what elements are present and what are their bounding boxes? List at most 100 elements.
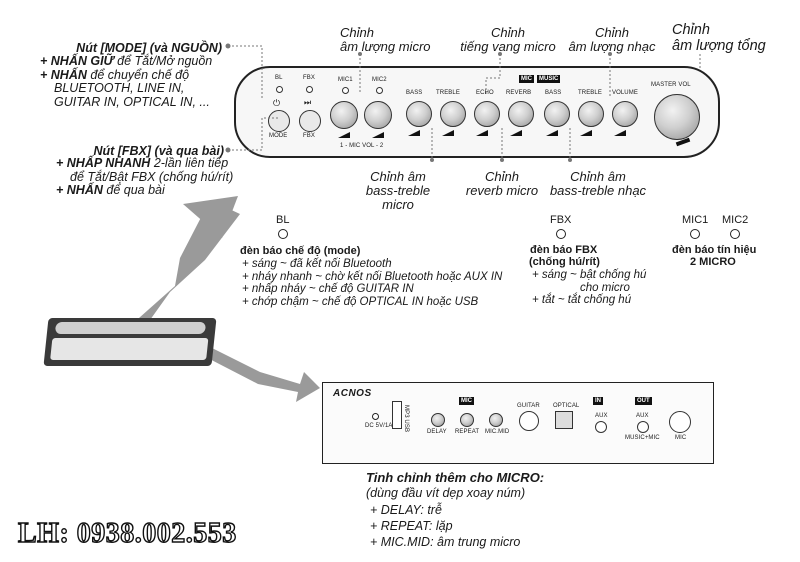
mic-indicator-title: đèn báo tín hiệu — [672, 244, 757, 256]
music-bass-wedge — [546, 130, 558, 136]
mic2-volume-knob[interactable] — [364, 101, 392, 129]
music-treble-knob[interactable] — [578, 101, 604, 127]
callout-echo: Chỉnh tiếng vang micro — [453, 26, 563, 54]
fbx-quick-label: + NHẤP NHANH — [56, 156, 151, 170]
optical-port[interactable] — [555, 411, 573, 429]
mic1-volume-knob[interactable] — [330, 101, 358, 129]
mic2-level-wedge — [372, 132, 384, 138]
speaker-top-panel — [54, 322, 207, 334]
usb-port[interactable] — [392, 401, 402, 429]
micro-tune-subtitle: (dùng đầu vít dẹp xoay núm) — [366, 486, 526, 500]
bl-item: + nhấp nháy ~ chế độ GUITAR IN — [242, 283, 414, 295]
optical-label: OPTICAL — [553, 403, 580, 409]
repeat-knob[interactable] — [460, 413, 474, 427]
tag-mic: MIC — [519, 75, 534, 83]
callout-bt-mic-line2: bass-treble micro — [365, 183, 431, 212]
micro-tune-list: + DELAY: trễ + REPEAT: lặp + MIC.MID: âm… — [370, 502, 520, 550]
mic-out-label: MIC — [675, 435, 687, 441]
contact-phone: LH: 0938.002.553 — [17, 517, 237, 549]
guitar-jack[interactable] — [519, 411, 539, 431]
master-vol-label: MASTER VOL — [651, 82, 691, 88]
callout-bt-music-line1: Chỉnh âm — [570, 169, 626, 184]
fbx-button[interactable] — [299, 110, 321, 132]
callout-music-volume: Chỉnh âm lượng nhạc — [563, 26, 661, 54]
music-treble-label: TREBLE — [578, 90, 602, 96]
callout-mic-volume: Chỉnh âm lượng micro — [340, 26, 431, 54]
fbx-indicator-label: FBX — [550, 214, 572, 226]
mic-bass-wedge — [408, 130, 420, 136]
mic-mid-knob[interactable] — [489, 413, 503, 427]
fbx-press-label: + NHẤN — [56, 183, 103, 197]
music-bass-knob[interactable] — [544, 101, 570, 127]
mic-indicator-subtitle: 2 MICRO — [690, 256, 736, 268]
callout-music-volume-line1: Chỉnh — [595, 25, 629, 40]
callout-master-volume: Chỉnh âm lượng tổng — [672, 22, 766, 54]
music-volume-label: VOLUME — [612, 90, 638, 96]
mic-bass-label: BASS — [406, 90, 423, 96]
micro-tune-item: + DELAY: trễ — [370, 503, 442, 517]
mic2-indicator-led — [730, 229, 740, 239]
aux-out-jack[interactable] — [637, 421, 649, 433]
arrow-to-front-panel — [130, 200, 240, 334]
mic2-indicator-label: MIC2 — [722, 214, 749, 226]
fbx-item: + tắt ~ tắt chống hú — [532, 294, 632, 306]
micro-tune-title: Tinh chỉnh thêm cho MICRO: — [366, 470, 545, 485]
callout-bt-music-line2: bass-treble nhạc — [549, 183, 647, 198]
mode-press-text: để chuyển chế độ — [86, 67, 190, 82]
mode-callout: Nút [MODE] (và NGUỒN) — [70, 41, 222, 56]
mic-out-jack[interactable] — [669, 411, 691, 433]
micro-tune-item: + MIC.MID: âm trung micro — [370, 535, 521, 549]
panel-mic1-label: MIC1 — [338, 77, 353, 83]
callout-music-volume-line2: âm lượng nhạc — [568, 39, 656, 54]
fbx-press-text: để qua bài — [102, 183, 165, 197]
bl-item: + sáng ~ đã kết nối Bluetooth — [242, 258, 392, 270]
callout-master-volume-line2: âm lượng tổng — [672, 38, 766, 54]
mode-button[interactable] — [268, 110, 290, 132]
fbx-callout-title: Nút [FBX] (và qua bài) — [93, 144, 224, 158]
aux-in-label: AUX — [595, 413, 608, 419]
fbx-indicator-title: đèn báo FBX — [530, 244, 598, 256]
mic1-indicator-label: MIC1 — [682, 214, 709, 226]
bl-led — [276, 86, 283, 93]
fbx-toggle-text: để Tắt/Bật FBX (chống hú/rít) — [70, 169, 234, 184]
guitar-label: GUITAR — [517, 403, 540, 409]
arrow-to-rear-panel — [196, 342, 320, 402]
callout-mic-volume-line1: Chỉnh — [340, 25, 374, 40]
rear-brand-logo: ACNOS — [333, 388, 372, 399]
fbx-indicator-led — [556, 229, 566, 239]
fbx-button-label: FBX — [303, 133, 315, 139]
callout-bass-treble-mic: Chỉnh âm bass-treble micro — [350, 170, 446, 212]
mic-bass-knob[interactable] — [406, 101, 432, 127]
mic-treble-wedge — [442, 130, 454, 136]
mode-callout-body: + NHẤN GIỮ để Tắt/Mở nguồn + NHẤN để chu… — [40, 54, 260, 109]
callout-master-volume-line1: Chỉnh — [672, 22, 710, 38]
music-volume-wedge — [614, 130, 626, 136]
dc-label: DC 5V/1A — [365, 423, 393, 429]
delay-knob[interactable] — [431, 413, 445, 427]
mic-treble-knob[interactable] — [440, 101, 466, 127]
mode-hold-label: + NHẤN GIỮ — [40, 54, 114, 68]
mic-echo-label: ECHO — [476, 90, 494, 96]
mic-echo-knob[interactable] — [474, 101, 500, 127]
music-treble-wedge — [580, 130, 592, 136]
music-bass-label: BASS — [545, 90, 562, 96]
mode-connector — [228, 45, 263, 100]
music-volume-knob[interactable] — [612, 101, 638, 127]
panel-fbx-label: FBX — [303, 75, 315, 81]
panel-bl-label: BL — [275, 75, 283, 81]
usb-label: MP3 USB — [403, 405, 409, 433]
bl-indicator-list: + sáng ~ đã kết nối Bluetooth + nháy nha… — [242, 258, 502, 308]
master-volume-knob[interactable] — [654, 94, 700, 140]
callout-reverb-line1: Chỉnh — [485, 169, 519, 184]
mode-button-label: MODE — [269, 133, 288, 139]
aux-in-jack[interactable] — [595, 421, 607, 433]
fbx-item: cho micro — [580, 281, 630, 294]
mode-press-label: + NHẤN — [40, 67, 87, 82]
dc-jack[interactable] — [372, 413, 379, 420]
mic-reverb-knob[interactable] — [508, 101, 534, 127]
fbx-connector — [228, 117, 280, 151]
panel-mic2-label: MIC2 — [372, 77, 387, 83]
echo-connector — [485, 54, 501, 96]
tag-music: MUSIC — [537, 75, 561, 83]
